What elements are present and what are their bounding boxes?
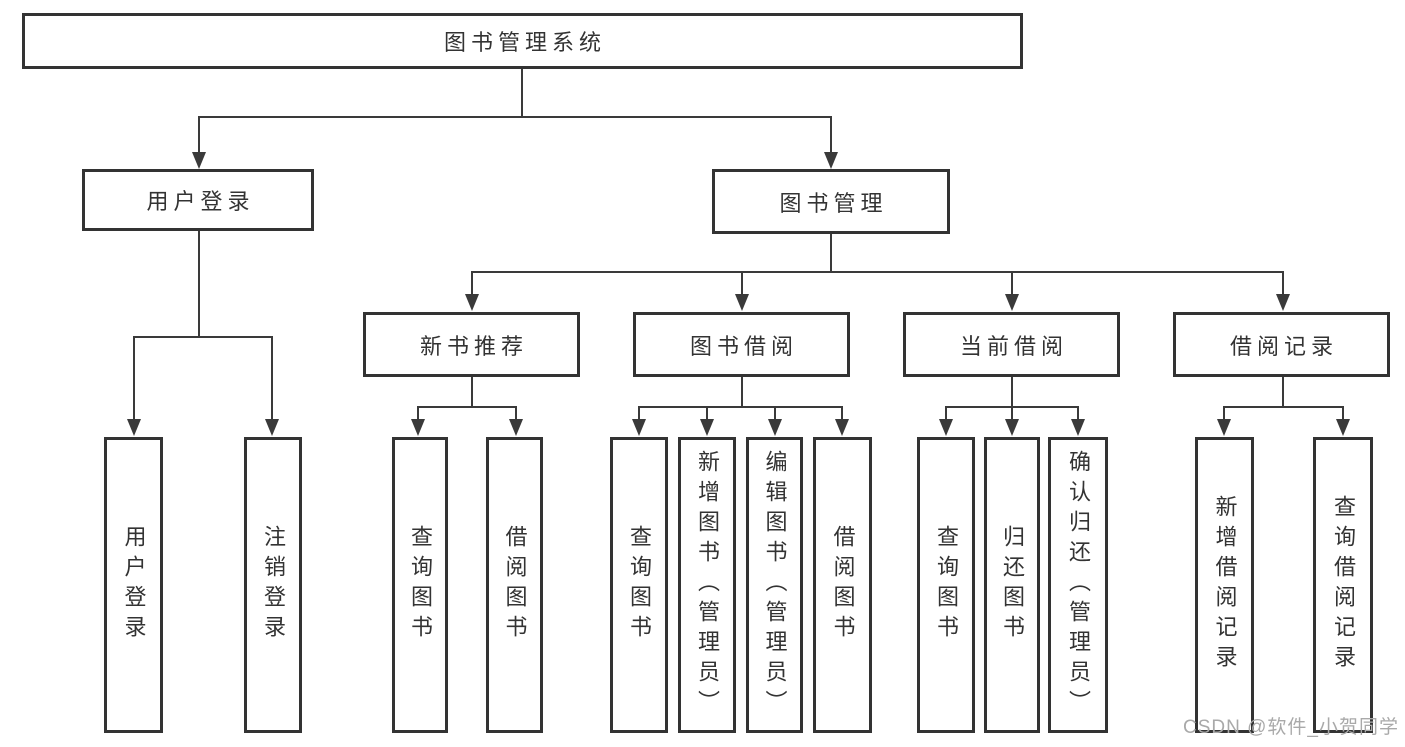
connector-level2-bar (198, 116, 832, 118)
connector-cb-c1-stem (945, 406, 947, 420)
connector-user-login-stem (198, 116, 200, 153)
arrowhead-book-mgmt-icon (824, 152, 838, 169)
leaf-current-query-label: 查询图书 (934, 525, 959, 645)
leaf-current-return: 归还图书 (984, 437, 1040, 733)
leaf-borrow-edit: 编辑图书（管理员） (746, 437, 803, 733)
connector-book-borrow-stem (741, 271, 743, 294)
connector-br-c2-stem (1342, 406, 1344, 420)
leaf-newbook-query-label: 查询图书 (408, 525, 433, 645)
connector-current-borrow-down (1011, 377, 1013, 408)
connector-leaf-login-stem (133, 336, 135, 419)
leaf-current-confirm: 确认归还（管理员） (1048, 437, 1108, 733)
node-book-borrow-label: 图书借阅 (689, 333, 798, 359)
leaf-borrow-borrow: 借阅图书 (813, 437, 872, 733)
arrowhead-cb-c2-icon (1005, 419, 1019, 436)
arrowhead-bb-c4-icon (835, 419, 849, 436)
connector-cb-c2-stem (1011, 406, 1013, 420)
arrowhead-bb-c2-icon (700, 419, 714, 436)
arrowhead-current-borrow-icon (1005, 294, 1019, 311)
connector-br-c1-stem (1223, 406, 1225, 420)
leaf-record-add: 新增借阅记录 (1195, 437, 1254, 733)
arrowhead-bb-c3-icon (768, 419, 782, 436)
connector-cb-c3-stem (1077, 406, 1079, 420)
arrowhead-nb-c1-icon (411, 419, 425, 436)
arrowhead-bb-c1-icon (632, 419, 646, 436)
csdn-watermark: CSDN @软件_小贺同学 (1183, 717, 1399, 738)
connector-root-stem (521, 68, 523, 117)
connector-level3-bar (471, 271, 1284, 273)
leaf-borrow-borrow-label: 借阅图书 (830, 525, 856, 645)
leaf-user-login-label: 用户登录 (121, 525, 147, 645)
connector-user-login-bar (133, 336, 273, 338)
leaf-record-query: 查询借阅记录 (1313, 437, 1373, 733)
leaf-borrow-add: 新增图书（管理员） (678, 437, 736, 733)
connector-book-borrow-bar (638, 406, 843, 408)
leaf-logout-label: 注销登录 (261, 525, 286, 645)
connector-new-book-stem (471, 271, 473, 294)
node-borrow-record: 借阅记录 (1173, 312, 1390, 377)
node-current-borrow-label: 当前借阅 (959, 333, 1068, 359)
arrowhead-user-login-icon (192, 152, 206, 169)
node-new-book-label: 新书推荐 (419, 333, 528, 359)
node-current-borrow: 当前借阅 (903, 312, 1120, 377)
leaf-current-confirm-label: 确认归还（管理员） (1066, 450, 1091, 720)
leaf-logout: 注销登录 (244, 437, 302, 733)
node-new-book: 新书推荐 (363, 312, 580, 377)
connector-bb-c2-stem (706, 406, 708, 420)
leaf-current-return-label: 归还图书 (1000, 525, 1025, 645)
connector-new-book-bar (417, 406, 517, 408)
connector-borrow-record-stem (1282, 271, 1284, 294)
connector-bb-c3-stem (774, 406, 776, 420)
connector-borrow-record-down (1282, 377, 1284, 408)
arrowhead-cb-c3-icon (1071, 419, 1085, 436)
connector-user-login-down (198, 231, 200, 337)
node-user-login: 用户登录 (82, 169, 314, 231)
arrowhead-book-borrow-icon (735, 294, 749, 311)
node-book-mgmt-label: 图书管理 (779, 190, 888, 216)
leaf-borrow-query: 查询图书 (610, 437, 668, 733)
leaf-borrow-query-label: 查询图书 (627, 525, 652, 645)
node-book-mgmt: 图书管理 (712, 169, 950, 234)
connector-bb-c4-stem (841, 406, 843, 420)
connector-leaf-logout-stem (271, 336, 273, 419)
arrowhead-borrow-record-icon (1276, 294, 1290, 311)
leaf-borrow-add-label: 新增图书（管理员） (695, 450, 720, 720)
connector-book-mgmt-stem (830, 116, 832, 153)
connector-borrow-record-bar (1223, 406, 1344, 408)
node-user-login-label: 用户登录 (146, 189, 255, 214)
connector-book-mgmt-down (830, 234, 832, 273)
connector-current-borrow-stem (1011, 271, 1013, 294)
leaf-borrow-edit-label: 编辑图书（管理员） (762, 450, 788, 720)
connector-bb-c1-stem (638, 406, 640, 420)
connector-new-book-down (471, 377, 473, 408)
connector-nb-c1-stem (417, 406, 419, 420)
arrowhead-br-c1-icon (1217, 419, 1231, 436)
node-borrow-record-label: 借阅记录 (1229, 333, 1338, 359)
leaf-newbook-query: 查询图书 (392, 437, 448, 733)
arrowhead-leaf-login-icon (127, 419, 141, 436)
node-root-label: 图书管理系统 (443, 30, 606, 55)
leaf-record-add-label: 新增借阅记录 (1212, 495, 1238, 675)
node-book-borrow: 图书借阅 (633, 312, 850, 377)
leaf-user-login: 用户登录 (104, 437, 163, 733)
node-root: 图书管理系统 (22, 13, 1023, 69)
connector-nb-c2-stem (515, 406, 517, 420)
arrowhead-cb-c1-icon (939, 419, 953, 436)
connector-book-borrow-down (741, 377, 743, 408)
arrowhead-nb-c2-icon (509, 419, 523, 436)
arrowhead-leaf-logout-icon (265, 419, 279, 436)
arrowhead-br-c2-icon (1336, 419, 1350, 436)
leaf-newbook-borrow-label: 借阅图书 (502, 525, 528, 645)
leaf-newbook-borrow: 借阅图书 (486, 437, 543, 733)
leaf-record-query-label: 查询借阅记录 (1331, 495, 1356, 675)
leaf-current-query: 查询图书 (917, 437, 975, 733)
arrowhead-new-book-icon (465, 294, 479, 311)
